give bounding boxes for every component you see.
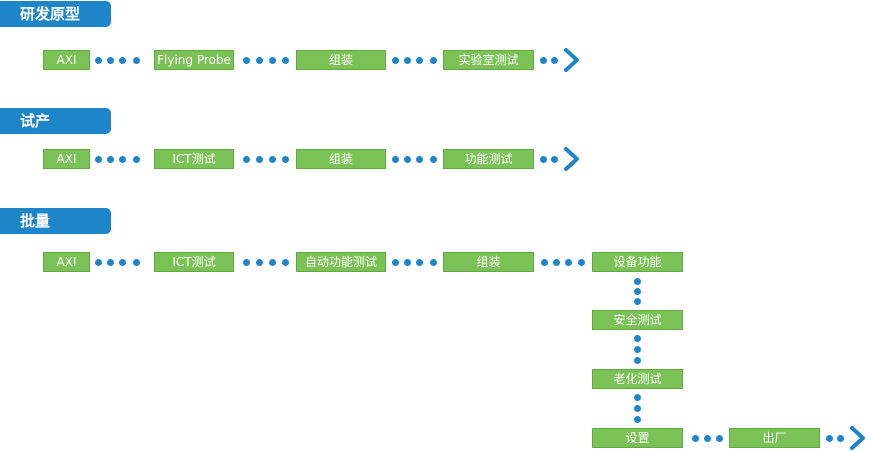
connector-dot [256,57,263,64]
connector-dot [282,259,289,266]
connector-dot [404,57,411,64]
step-axi: AXI [43,149,90,169]
section-header-mass-production: 批量 [0,208,111,234]
section-header-prototype: 研发原型 [0,1,111,27]
connector-dot [107,156,114,163]
connector-dot [416,57,423,64]
connector-dot [430,57,437,64]
connector-dot [119,259,126,266]
step-auto-functional-test: 自动功能测试 [296,252,386,272]
step-assembly: 组装 [443,252,534,272]
connector-dot [133,57,140,64]
connector-dot [95,259,102,266]
connector-dot [133,156,140,163]
step-configuration: 设置 [592,428,683,448]
connector-dot [133,259,140,266]
connector-dot [119,156,126,163]
connector-dot [282,156,289,163]
connector-dot [551,57,558,64]
step-device-function: 设备功能 [592,252,683,272]
connector-dot [634,357,641,364]
step-assembly: 组装 [296,50,386,70]
connector-dot [392,259,399,266]
connector-dot [540,57,547,64]
connector-dot [107,259,114,266]
connector-dot [540,156,547,163]
connector-dot [634,298,641,305]
connector-dot [269,156,276,163]
step-lab-test: 实验室测试 [443,50,534,70]
chevron-right-icon [850,426,865,450]
section-header-trial-production: 试产 [0,108,111,134]
connector-dot [634,346,641,353]
connector-dot [541,259,548,266]
connector-dot [243,57,250,64]
step-flying-probe: Flying Probe [154,50,234,70]
connector-dot [565,259,572,266]
connector-dot [416,156,423,163]
connector-dot [430,259,437,266]
connector-dot [256,259,263,266]
connector-dot [716,435,723,442]
connector-dot [634,405,641,412]
connector-dot [551,156,558,163]
connector-dot [634,394,641,401]
connector-dot [837,435,844,442]
chevron-right-icon [564,147,579,171]
connector-dot [416,259,423,266]
connector-dot [578,259,585,266]
step-assembly: 组装 [296,149,386,169]
connector-dot [95,156,102,163]
step-ict-test: ICT测试 [154,149,234,169]
connector-dot [256,156,263,163]
step-burn-in-test: 老化测试 [592,369,683,389]
connector-dot [404,259,411,266]
connector-dot [107,57,114,64]
step-axi: AXI [43,252,90,272]
connector-dot [392,156,399,163]
connector-dot [119,57,126,64]
connector-dot [430,156,437,163]
connector-dot [269,57,276,64]
step-safety-test: 安全测试 [592,310,683,330]
connector-dot [634,416,641,423]
chevron-right-icon [564,48,579,72]
connector-dot [634,335,641,342]
connector-dot [95,57,102,64]
connector-dot [704,435,711,442]
connector-dot [634,288,641,295]
connector-dot [404,156,411,163]
step-shipment: 出厂 [729,428,820,448]
connector-dot [692,435,699,442]
step-functional-test: 功能测试 [443,149,534,169]
step-ict-test: ICT测试 [154,252,234,272]
connector-dot [634,278,641,285]
connector-dot [553,259,560,266]
connector-dot [243,259,250,266]
connector-dot [243,156,250,163]
connector-dot [826,435,833,442]
step-axi: AXI [43,50,90,70]
connector-dot [282,57,289,64]
connector-dot [269,259,276,266]
connector-dot [392,57,399,64]
